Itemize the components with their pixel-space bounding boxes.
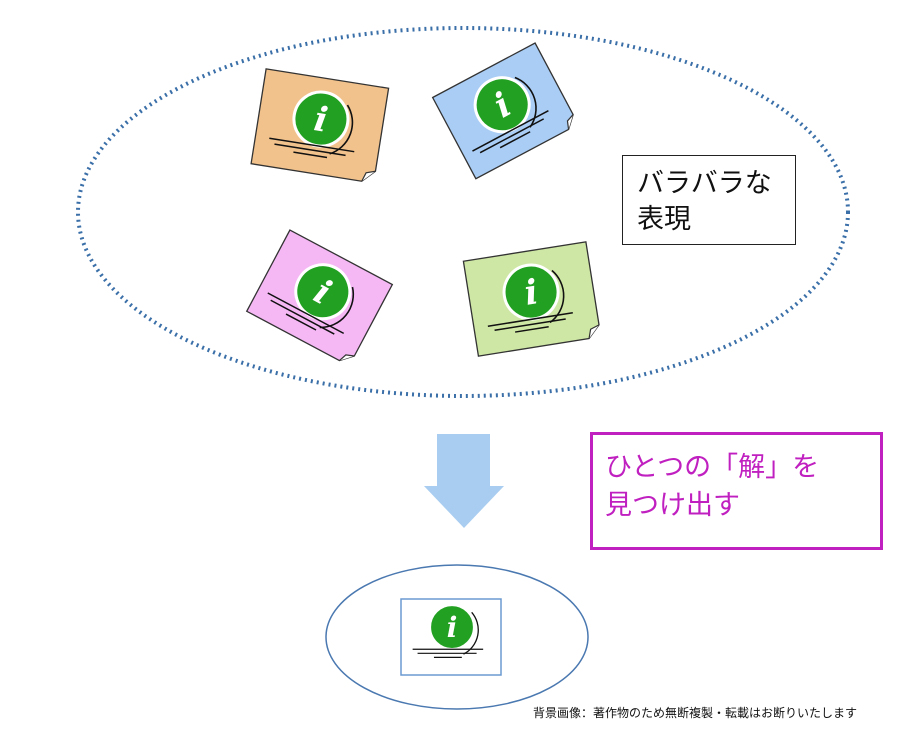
- unify-label-line1: ひとつの「解」を: [605, 452, 820, 483]
- info-document-icon: [431, 42, 574, 180]
- info-document-icon: [400, 598, 502, 676]
- info-document-icon: [462, 241, 600, 357]
- info-document-icon: [250, 68, 390, 182]
- copyright-note: 背景画像：著作物のため無断複製・転載はお断りいたします: [533, 706, 858, 720]
- unify-label-line2: 見つけ出す: [605, 490, 740, 521]
- find-one-solution-label: ひとつの「解」を 見つけ出す: [590, 432, 883, 550]
- down-arrow-icon: [424, 434, 504, 528]
- scattered-label-line1: バラバラな: [637, 168, 772, 199]
- info-document-icon: [245, 229, 394, 362]
- scattered-label-line2: 表現: [637, 204, 691, 235]
- scattered-group-ellipse: [76, 26, 850, 398]
- scattered-representation-label: バラバラな 表現: [622, 155, 796, 245]
- unified-ellipse: [325, 564, 589, 710]
